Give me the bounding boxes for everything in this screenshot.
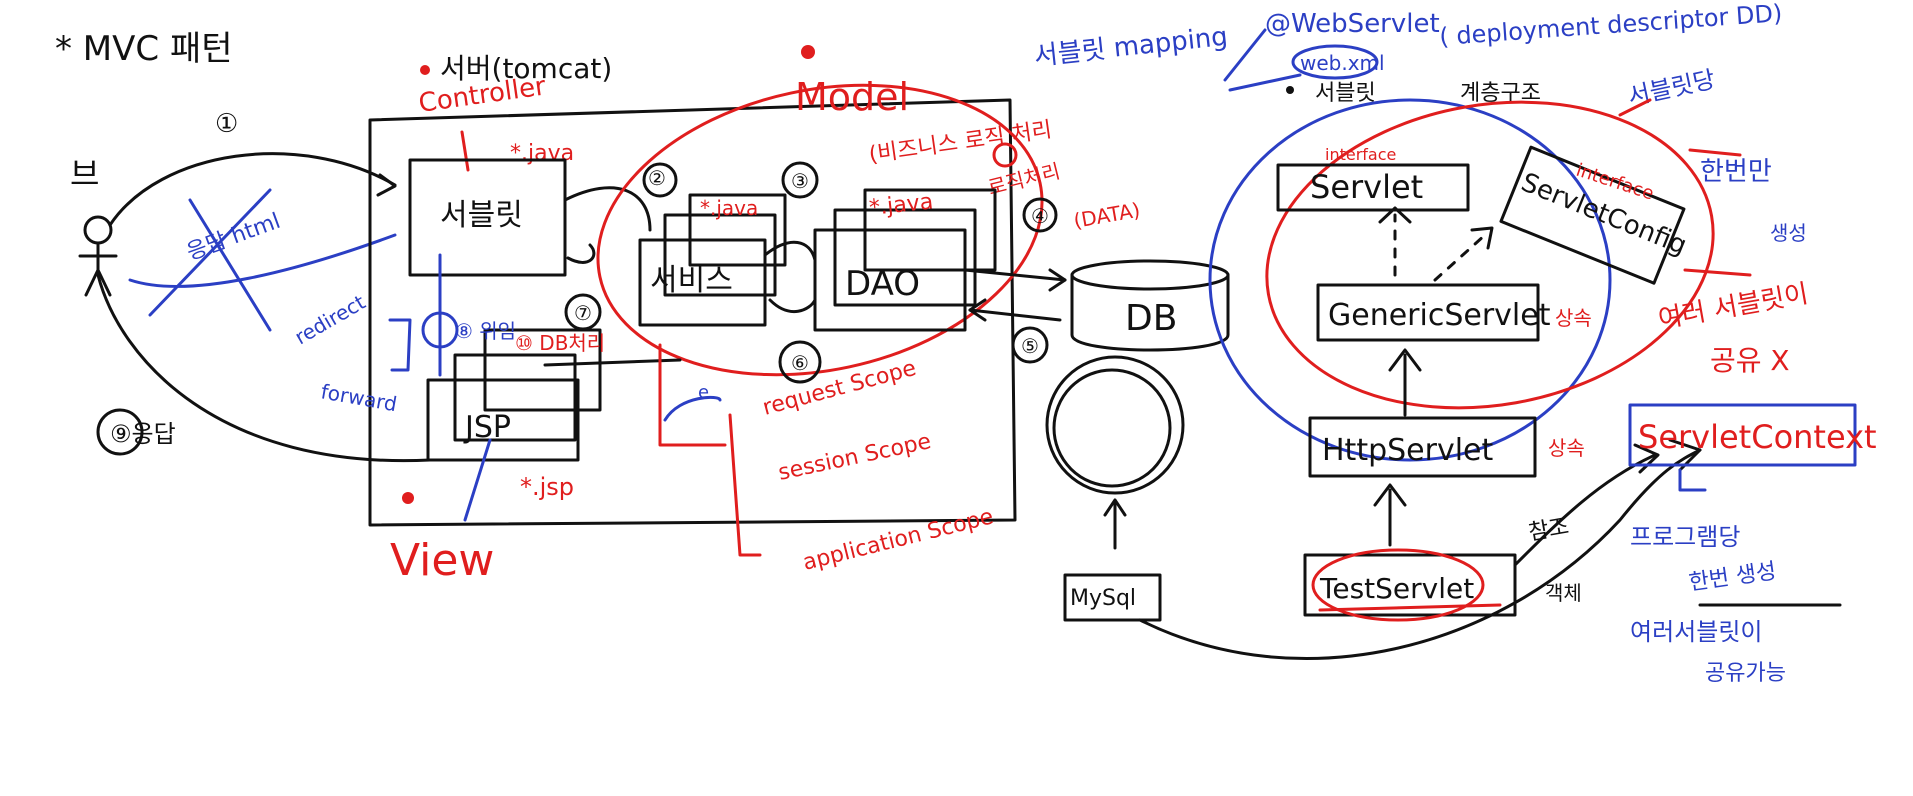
model-ellipse bbox=[596, 83, 1044, 377]
service-box-label: 서비스 bbox=[650, 263, 733, 298]
redirect-label: redirect bbox=[291, 290, 370, 349]
controller-java-note: *.java bbox=[510, 141, 574, 166]
model-dot bbox=[801, 45, 815, 59]
request-arrow bbox=[108, 152, 397, 227]
inherit-label-1: 상속 bbox=[1555, 306, 1592, 330]
user-label: 브 bbox=[70, 155, 99, 193]
dao-java-note: *.java bbox=[868, 189, 934, 221]
jsp-box bbox=[426, 378, 580, 462]
servletcontext-box bbox=[1628, 403, 1857, 467]
step-1-label: ① bbox=[215, 109, 238, 139]
server-dot bbox=[420, 65, 430, 75]
note-gongyu-ganeung: 공유가능 bbox=[1705, 661, 1786, 686]
db-to-dao-arrow bbox=[968, 308, 1062, 322]
server-title: 서버(tomcat) bbox=[440, 52, 612, 85]
db-circle bbox=[1045, 355, 1185, 495]
httpservlet-box bbox=[1308, 416, 1537, 478]
application-scope-label: application Scope bbox=[800, 504, 996, 576]
mysql-label: MySql bbox=[1070, 586, 1136, 611]
dao-box bbox=[813, 228, 967, 332]
note-saengseong: 생성 bbox=[1770, 221, 1807, 245]
response-arrow bbox=[96, 273, 432, 463]
step-4-circle bbox=[1022, 197, 1058, 233]
dd-label: ( deployment descriptor DD) bbox=[1438, 0, 1783, 51]
note-gongyu-x: 공유 X bbox=[1710, 344, 1790, 377]
step-2-label: ② bbox=[648, 166, 666, 190]
crossed-note-text: 응답 html bbox=[184, 209, 284, 266]
servlet-red-ellipse bbox=[1265, 100, 1715, 410]
step-3-circle bbox=[781, 161, 819, 199]
note-yeoreo-servlet: 여러 서블릿이 bbox=[1656, 279, 1811, 335]
webservlet-label: @WebServlet bbox=[1265, 9, 1440, 39]
session-scope-label: session Scope bbox=[776, 429, 933, 486]
interface-note-1: interface bbox=[1325, 145, 1396, 164]
servlet-interface-box bbox=[1276, 163, 1470, 212]
testservlet-label: TestServlet bbox=[1319, 572, 1474, 605]
model-note-2: 로직처리 bbox=[985, 159, 1062, 200]
note-hanbeon: 한번만 bbox=[1700, 157, 1772, 187]
genericservlet-label: GenericServlet bbox=[1328, 298, 1551, 333]
note-program-dang: 프로그램당 bbox=[1630, 523, 1740, 551]
db-cylinder bbox=[1070, 259, 1230, 352]
step-8-label: ⑧ 위임 bbox=[455, 319, 516, 343]
model-label: Model bbox=[795, 75, 909, 119]
view-label: View bbox=[390, 535, 494, 586]
note-hanbeon-saengseong: 한번 생성 bbox=[1687, 559, 1778, 596]
step-6-label: ⑥ bbox=[791, 351, 809, 375]
genericservlet-box bbox=[1316, 283, 1540, 342]
step-9-circle bbox=[96, 408, 144, 456]
request-scope-label: request Scope bbox=[760, 356, 919, 421]
step-5-circle bbox=[1011, 326, 1049, 364]
forward-label: forward bbox=[319, 379, 399, 416]
dao-box-label: DAO bbox=[845, 264, 920, 304]
step-6-circle bbox=[778, 340, 822, 384]
db-label: DB bbox=[1125, 298, 1177, 339]
servlet-box-label: 서블릿 bbox=[440, 198, 523, 233]
httpservlet-label: HttpServlet bbox=[1322, 433, 1494, 468]
step-9-label: ⑨응답 bbox=[110, 420, 176, 448]
model-note-1: (비즈니스 로직 처리 bbox=[867, 118, 1053, 168]
testservlet-highlight bbox=[1311, 548, 1485, 622]
webxml-label: web.xml bbox=[1300, 51, 1385, 75]
testservlet-box bbox=[1303, 553, 1517, 617]
servlet-interface-label: Servlet bbox=[1310, 168, 1423, 206]
diagram-title: * MVC 패턴 bbox=[55, 29, 233, 69]
mysql-box bbox=[1063, 573, 1162, 622]
step-10-label: ⑩ DB처리 bbox=[515, 331, 605, 355]
step-5-label: ⑤ bbox=[1021, 334, 1039, 358]
servlet-mapping-label: 서블릿 mapping bbox=[1033, 22, 1230, 72]
servletcontext-label: ServletContext bbox=[1638, 418, 1877, 456]
jsp-box-label: JSP bbox=[463, 410, 511, 445]
service-java-note: *.java bbox=[700, 196, 758, 220]
scope-bracket bbox=[658, 343, 727, 447]
step-7-circle-model bbox=[992, 142, 1018, 168]
note-yeoreo-servlet-2: 여러서블릿이 bbox=[1630, 618, 1762, 646]
servlet-note: 서블릿 bbox=[1315, 81, 1376, 106]
webxml-ellipse bbox=[1291, 44, 1379, 80]
inherit-label-2: 상속 bbox=[1548, 436, 1585, 460]
server-frame bbox=[368, 98, 1017, 527]
servlet-box bbox=[408, 158, 567, 277]
servletconfig-box bbox=[1499, 145, 1686, 285]
step-8-circle bbox=[421, 311, 459, 349]
jsp-ext-note: *.jsp bbox=[520, 473, 574, 501]
service-box bbox=[638, 238, 767, 327]
step-3-label: ③ bbox=[791, 169, 809, 193]
step-7-label: ⑦ bbox=[574, 301, 592, 325]
view-dot bbox=[402, 492, 414, 504]
dao-to-db-arrow bbox=[963, 268, 1067, 282]
model-note-3: (DATA) bbox=[1072, 198, 1142, 233]
step-4-label: ④ bbox=[1031, 204, 1049, 228]
user-figure-icon bbox=[78, 215, 118, 297]
object-note: 객체 bbox=[1545, 581, 1582, 605]
servlet-blue-ellipse bbox=[1208, 98, 1612, 462]
scope-blue-mark: e bbox=[698, 382, 709, 403]
